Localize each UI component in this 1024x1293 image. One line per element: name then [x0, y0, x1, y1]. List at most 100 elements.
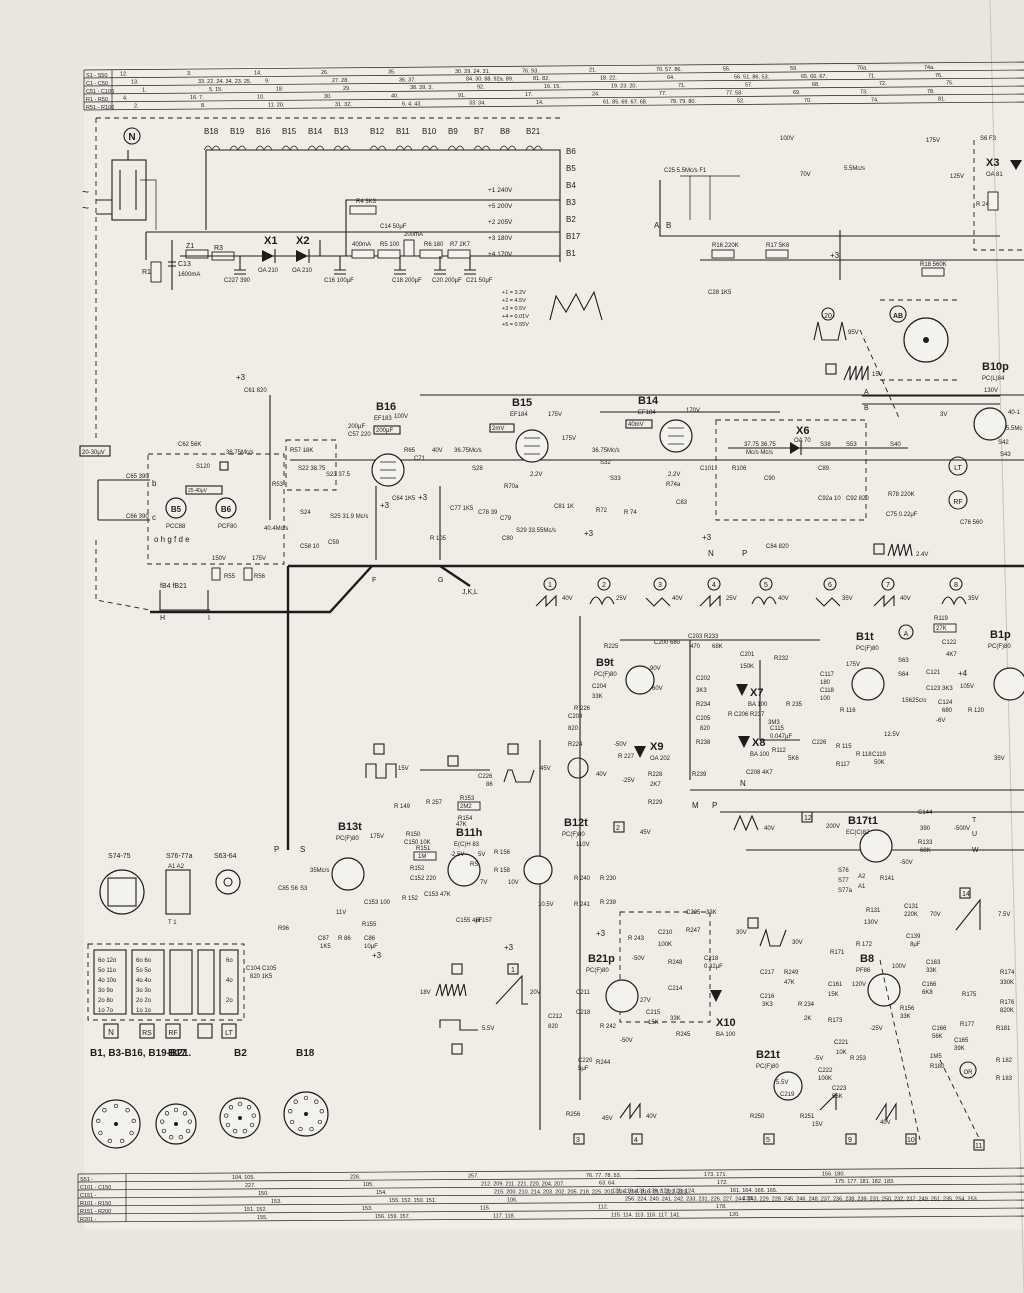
- table-cell: 106.: [507, 1197, 518, 1203]
- svg-text:45V: 45V: [540, 766, 551, 772]
- svg-text:15K: 15K: [828, 992, 839, 998]
- filament-tap-label: B3: [566, 198, 576, 207]
- table-cell: 105.: [363, 1182, 374, 1188]
- table-cell: 78.: [927, 89, 935, 95]
- waveform-marker: [881, 577, 895, 591]
- svg-text:100K: 100K: [818, 1076, 832, 1082]
- frame-waveforms: 1 18V 5.5V: [420, 963, 528, 1055]
- svg-text:S120: S120: [196, 464, 211, 470]
- sync-section: B9t PC(F)80 R225 C200 680 90V -60V C203 …: [539, 616, 887, 1130]
- svg-text:C205: C205: [696, 716, 711, 722]
- svg-text:PC(F)80: PC(F)80: [988, 644, 1011, 650]
- svg-text:4o 10o: 4o 10o: [98, 978, 117, 984]
- sound-section: C25 5.5Mc/s F1 A B R16 220K R17 5K6 +3 C…: [654, 136, 1024, 296]
- table-cell: 73.: [860, 89, 868, 95]
- svg-text:S42: S42: [998, 440, 1009, 446]
- svg-text:C92 820: C92 820: [846, 496, 869, 502]
- svg-text:1o 1o: 1o 1o: [136, 1008, 152, 1014]
- svg-text:R 158: R 158: [494, 868, 511, 874]
- svg-text:5: 5: [766, 1137, 770, 1144]
- diode-X9: X9 OA 202: [634, 741, 671, 762]
- svg-text:OR: OR: [964, 1070, 974, 1076]
- svg-text:OA 70: OA 70: [794, 438, 811, 444]
- svg-text:R6 180: R6 180: [424, 242, 444, 248]
- tube-pin: [185, 1128, 191, 1134]
- svg-text:P: P: [742, 549, 747, 558]
- table-row-label: C1 - C50: [86, 81, 108, 87]
- svg-text:R72: R72: [596, 508, 608, 514]
- svg-text:R7 2K7: R7 2K7: [450, 242, 471, 248]
- svg-text:R16 220K: R16 220K: [712, 243, 739, 249]
- svg-text:200μF: 200μF: [376, 428, 393, 434]
- table-cell: 77. 58.: [726, 91, 743, 97]
- table-cell: 212. 209. 211. 221. 220. 204. 207.: [481, 1181, 565, 1187]
- svg-text:B12t: B12t: [564, 817, 588, 829]
- table-cell: 133.: [743, 1196, 754, 1202]
- tube-pin: [131, 1118, 136, 1124]
- svg-text:R3: R3: [214, 245, 223, 252]
- svg-text:15V: 15V: [872, 372, 883, 378]
- diode-X8: X8 BA 100: [738, 736, 770, 758]
- svg-text:R228: R228: [648, 772, 663, 778]
- svg-text:R119: R119: [934, 616, 949, 622]
- svg-text:BA 100: BA 100: [716, 1032, 736, 1038]
- svg-text:2o 2o: 2o 2o: [136, 998, 152, 1004]
- bus-line-input: [150, 565, 373, 614]
- svg-text:R224: R224: [568, 742, 583, 748]
- svg-text:1: 1: [511, 967, 515, 974]
- svg-text:C58 10: C58 10: [300, 544, 320, 550]
- svg-text:-50V: -50V: [632, 956, 645, 962]
- tube-B8: B8 PF86: [856, 953, 901, 1007]
- svg-text:175V: 175V: [252, 556, 266, 562]
- tube-pin: [178, 1135, 183, 1140]
- svg-text:11: 11: [975, 1143, 982, 1150]
- svg-text:-50V: -50V: [900, 860, 913, 866]
- svg-text:A: A: [904, 631, 909, 638]
- tube-pin: [249, 1122, 255, 1128]
- svg-text:C217: C217: [760, 970, 775, 976]
- table-cell: 77.: [659, 91, 667, 97]
- video-detector-box: [715, 419, 867, 521]
- svg-text:C121: C121: [926, 670, 941, 676]
- svg-text:C220: C220: [578, 1058, 593, 1064]
- svg-text:B16: B16: [376, 401, 396, 413]
- svg-text:-25V: -25V: [622, 778, 635, 784]
- svg-text:2.2V: 2.2V: [668, 472, 680, 478]
- svg-text:R 227: R 227: [618, 754, 635, 760]
- tube-pin: [289, 1119, 295, 1125]
- svg-text:C14 50μF: C14 50μF: [380, 224, 407, 230]
- svg-text:C85 S6: C85 S6: [278, 886, 299, 892]
- tube-pin: [309, 1126, 314, 1132]
- svg-text:B9t: B9t: [596, 657, 614, 669]
- svg-text:C201: C201: [740, 652, 755, 658]
- waveform-number: 8: [954, 582, 958, 589]
- svg-text:I: I: [208, 615, 210, 622]
- svg-text:C153 47K: C153 47K: [424, 892, 451, 898]
- svg-text:C204: C204: [592, 684, 607, 690]
- waveform-glyph: [873, 594, 895, 608]
- svg-text:R232: R232: [774, 656, 789, 662]
- svg-text:J,K,L: J,K,L: [462, 589, 478, 596]
- svg-text:20-30μV: 20-30μV: [82, 450, 105, 456]
- filament-label: B7: [474, 127, 484, 136]
- filament-tap-label: B6: [566, 147, 576, 156]
- svg-text:820: 820: [548, 1024, 559, 1030]
- svg-text:R 253: R 253: [850, 1056, 867, 1062]
- svg-text:C209: C209: [568, 714, 583, 720]
- filament-label: B21: [526, 127, 541, 136]
- filament-label: B19: [230, 127, 245, 136]
- svg-text:200V: 200V: [826, 824, 840, 830]
- svg-text:R 243: R 243: [628, 936, 645, 942]
- svg-text:fB4 fB21: fB4 fB21: [160, 583, 187, 590]
- svg-text:150V: 150V: [212, 556, 226, 562]
- tube-pin: [319, 1109, 324, 1114]
- svg-text:35V: 35V: [994, 756, 1005, 762]
- filament-label: B12: [370, 127, 385, 136]
- tube-B12t: B12t PC(F)80: [523, 817, 588, 885]
- ripple-value: +3 = 0.5V: [502, 306, 526, 312]
- svg-text:RF: RF: [168, 1030, 177, 1037]
- svg-text:R57 18K: R57 18K: [290, 448, 313, 454]
- svg-text:B2: B2: [234, 1048, 247, 1059]
